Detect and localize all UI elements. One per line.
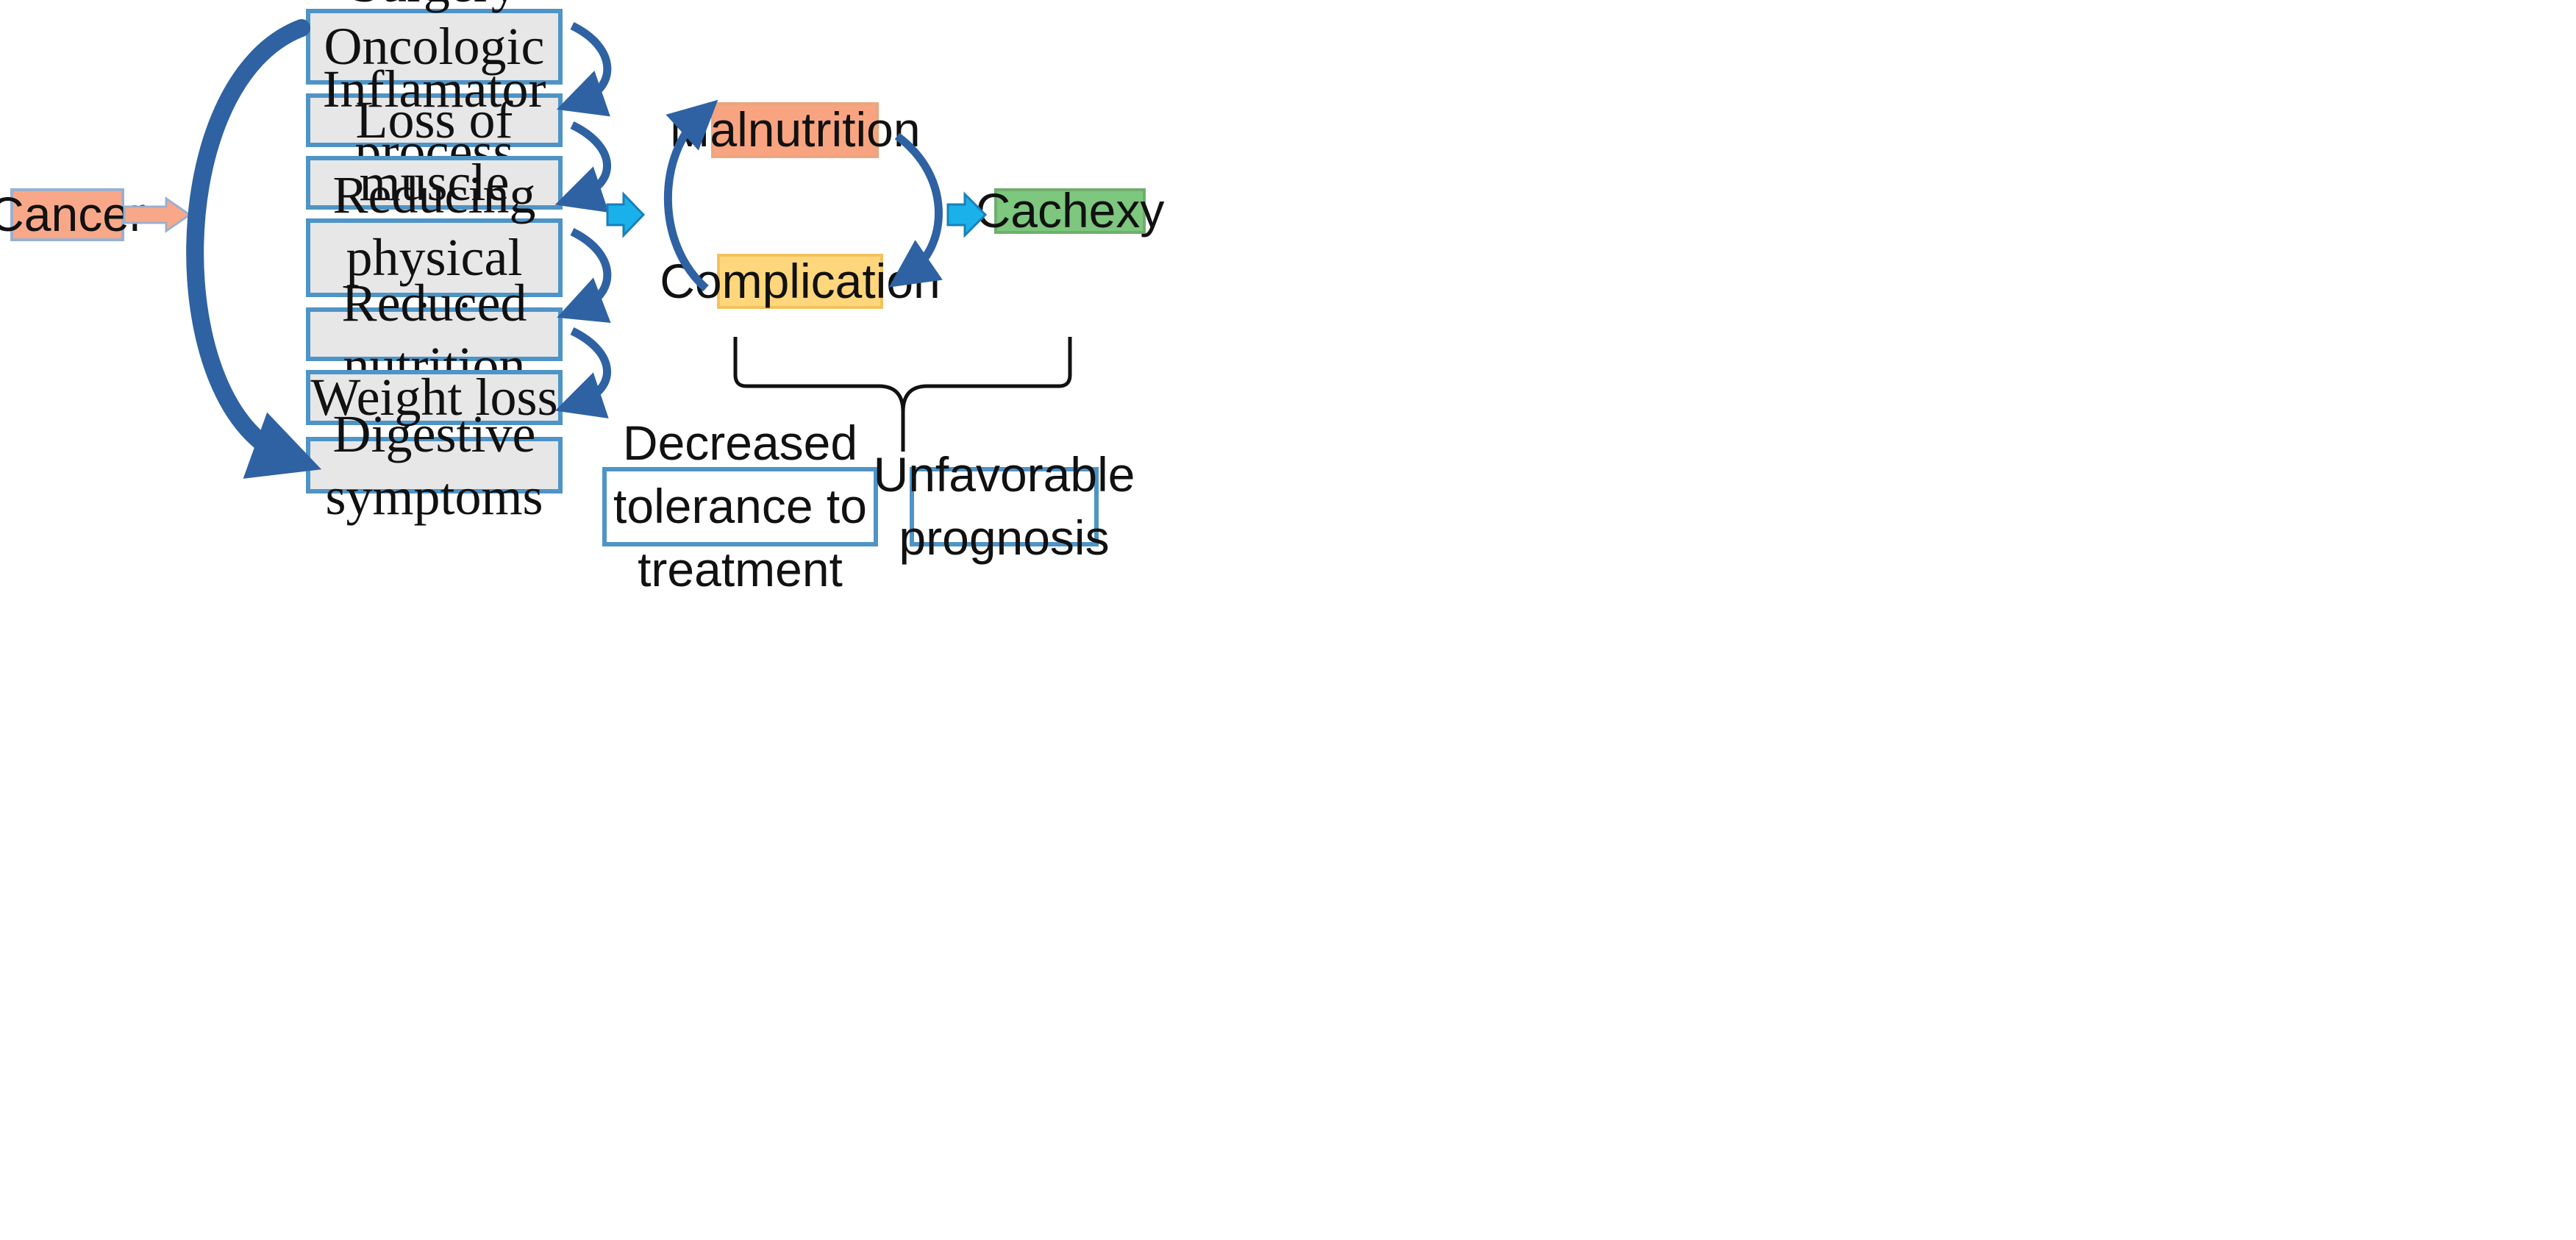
chain-box-surgery-line-1: Surgery (310, 0, 558, 15)
chain-box-digestive-label: Digestive symptoms (325, 404, 543, 526)
chain-box-weight-loss-label: Weight loss (310, 368, 558, 427)
outcome-box-prognosis: Unfavorable prognosis (874, 447, 1135, 565)
big-curved-arrow (186, 19, 322, 479)
outcome-box-tolerance: Decreased tolerance to treatment (602, 416, 878, 596)
complication-box: Complication (660, 254, 941, 309)
complication-label: Complication (660, 253, 941, 308)
chain-box-digestive: Digestive symptoms (306, 405, 563, 526)
block-arrow-cycle (606, 191, 646, 238)
malnutrition-label: Malnutrition (669, 102, 921, 157)
outcome-tolerance-line-1: Decreased tolerance to (613, 416, 867, 534)
cancer-label: Cancer (0, 187, 146, 242)
chain-arrow-4 (554, 327, 611, 418)
chain-arrow-3 (557, 228, 612, 323)
chain-box-muscle-mass: Loss of muscle mass (306, 90, 563, 274)
chain-arrow-1 (556, 22, 612, 117)
chain-box-physical-activity-line-1: Reducing physical (332, 165, 536, 288)
cachexy-label: Cachexy (975, 183, 1165, 238)
outcome-tolerance-line-2: treatment (638, 541, 843, 596)
outcome-prognosis-line-2: prognosis (899, 510, 1110, 565)
chain-arrow-2 (554, 121, 611, 213)
cachexy-box: Cachexy (976, 183, 1165, 238)
chain-box-weight-loss: Weight loss (306, 368, 563, 427)
malnutrition-box: Malnutrition (669, 102, 921, 158)
chain-box-reduced-nutrition: Reduced nutrition (306, 274, 563, 395)
cancer-box: Cancer (0, 187, 146, 241)
outcome-prognosis-line-1: Unfavorable (873, 447, 1135, 502)
